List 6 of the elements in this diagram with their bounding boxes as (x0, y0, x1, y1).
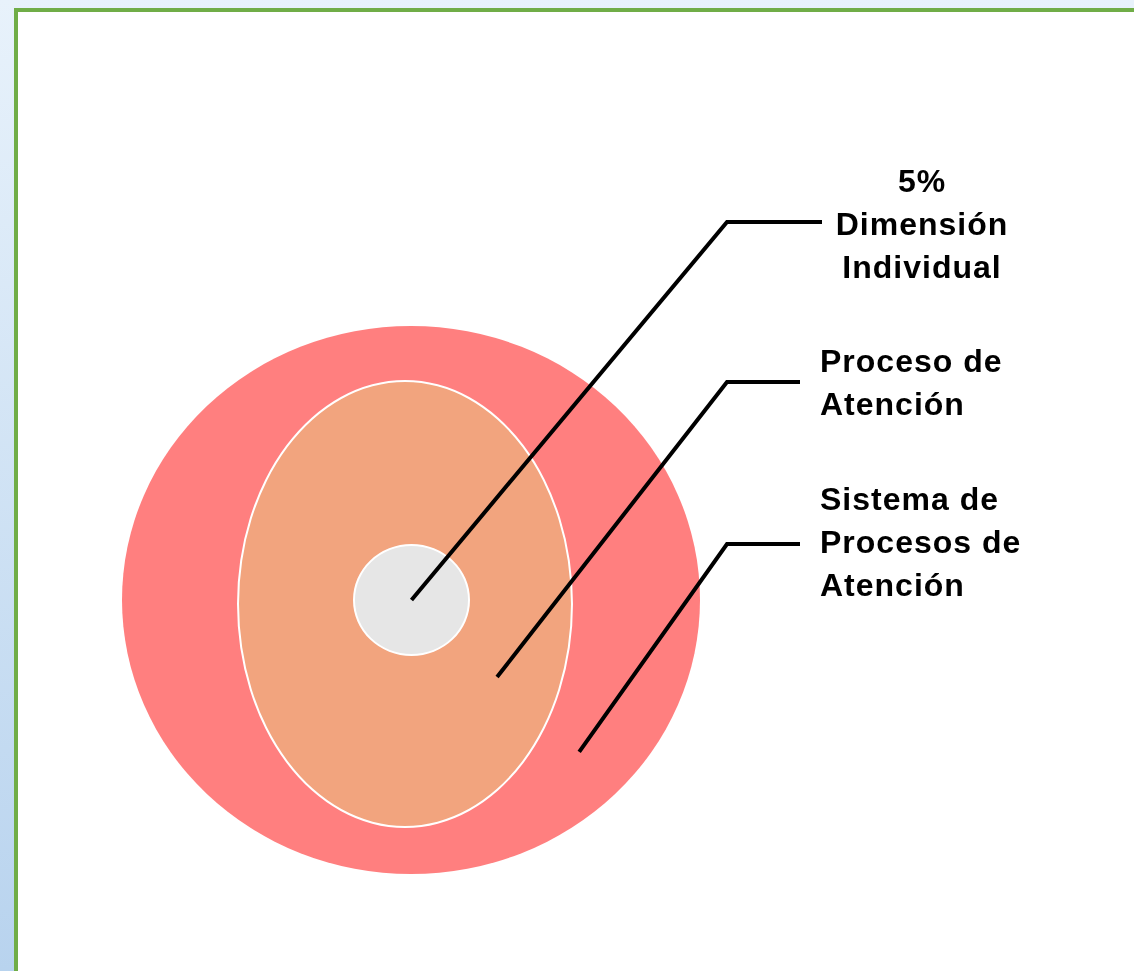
leader-text: Sistema de Procesos de Atención (800, 478, 1050, 607)
leader-text: Proceso de Atención (800, 340, 1050, 426)
leader-line (495, 380, 800, 679)
leader-text: 5% Dimensión Individual (822, 160, 1022, 289)
leader-line (409, 220, 822, 602)
leader-line (577, 542, 800, 753)
